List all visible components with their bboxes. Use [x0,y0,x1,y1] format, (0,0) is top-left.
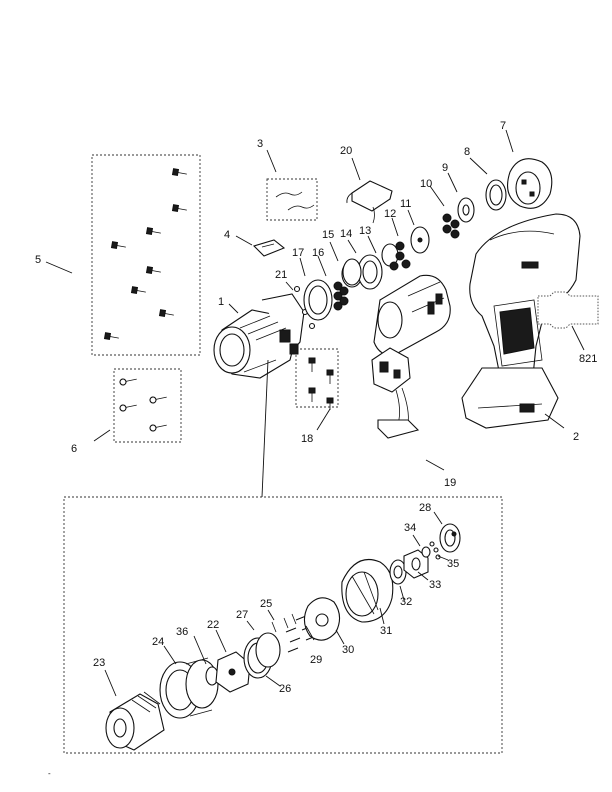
callout-24: 24 [152,636,164,648]
callout-31: 31 [380,625,392,637]
sleeve-24 [159,657,219,719]
callout-27: 27 [236,609,248,621]
callout-15: 15 [322,229,334,241]
callout-3: 3 [257,138,263,150]
switch-19 [371,347,420,439]
ring-27 [255,632,281,668]
detail-connector-line [261,359,269,498]
ring-8 [485,179,507,211]
screw-set-5 [103,168,187,341]
screw-kit-box-18 [295,348,339,408]
callout-5: 5 [35,254,41,266]
callout-4: 4 [224,229,230,241]
housing-2 [461,213,581,429]
screw-kit-box-5 [91,154,201,356]
callout-12: 12 [384,208,396,220]
screw-kit-box-6 [113,368,182,443]
carrier-13-14 [357,243,399,290]
clutch-22 [215,651,251,693]
planet-gears-10 [442,213,460,239]
callout-23: 23 [93,657,105,669]
washer-32 [389,559,407,585]
washer-9 [457,197,475,223]
planet-gears-16 [333,281,349,311]
leader-lines [45,129,585,697]
footer-mark: - [48,769,51,778]
callout-10: 10 [420,178,432,190]
callout-30: 30 [342,644,354,656]
gearbox-assembly-1 [213,293,305,379]
disc-15 [342,258,362,286]
callout-21: 21 [275,269,287,281]
sun-gear-disc-11 [410,226,430,254]
callout-1: 1 [218,296,224,308]
callout-20: 20 [340,145,352,157]
motor-assembly [373,274,451,356]
callout-6: 6 [71,443,77,455]
plate-30 [303,597,341,641]
gear-housing-31 [341,558,394,623]
callout-8: 8 [464,146,470,158]
callout-26: 26 [279,683,291,695]
callout-11: 11 [400,198,411,210]
callout-28: 28 [419,502,431,514]
callout-17: 17 [292,247,304,259]
nameplate-821 [537,291,599,329]
planet-gears-12 [389,241,411,271]
callout-18: 18 [301,433,313,445]
screw-set-18 [308,357,334,410]
callout-16: 16 [312,247,324,259]
callout-34: 34 [404,522,416,534]
callout-14: 14 [340,228,352,240]
callout-13: 13 [359,225,371,237]
callout-22: 22 [207,619,219,631]
clip-4 [252,239,286,257]
screw-set-6 [119,378,167,432]
callout-2: 2 [573,431,579,443]
gearbox-detail-box [63,496,503,754]
callout-32: 32 [400,596,412,608]
nut-33 [403,549,429,579]
chuck-23 [105,691,165,751]
callout-29: 29 [310,654,322,666]
callout-19: 19 [444,477,456,489]
bracket-20 [346,180,393,224]
callout-821: 821 [579,353,597,365]
callout-36: 36 [176,626,188,638]
small-parts-34-35 [421,541,441,560]
callout-35: 35 [447,558,459,570]
callout-33: 33 [429,579,441,591]
callout-25: 25 [260,598,272,610]
gear-case-7 [507,158,553,209]
spring-kit-box-3 [266,178,318,221]
callout-9: 9 [442,162,448,174]
pins-25 [271,613,297,633]
cap-28 [439,523,461,553]
callout-7: 7 [500,120,506,132]
callout-labels: 1 2 3 4 5 6 7 8 9 10 11 12 13 14 15 16 1… [35,120,597,778]
spring-clips-3 [275,191,315,211]
